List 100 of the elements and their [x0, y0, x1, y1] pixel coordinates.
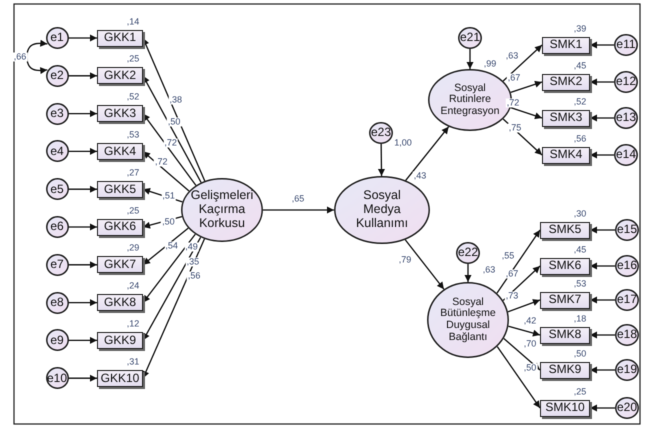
path-coefficient: ,55 — [500, 252, 516, 260]
path-arrow — [590, 78, 614, 86]
path-arrow — [590, 152, 614, 158]
path-arrow — [142, 150, 190, 192]
observed-variable-box — [540, 400, 590, 416]
path-arrow — [590, 404, 615, 412]
observed-variable-box — [540, 258, 590, 274]
path-arrow — [68, 336, 97, 344]
r-squared-value: ,63 — [482, 266, 496, 274]
variable-name: SMK6 — [548, 259, 582, 273]
variable-name: Sosyal Medya Kullanımı — [354, 189, 410, 231]
path-coefficient: ,49 — [184, 242, 199, 252]
r-squared-value: ,30 — [572, 209, 588, 218]
r-squared-value: ,25 — [572, 387, 588, 396]
error-term-circle — [615, 219, 639, 241]
variable-name: e17 — [616, 293, 638, 307]
path-arrow — [142, 237, 202, 341]
r-squared-value: ,56 — [572, 134, 588, 143]
r-squared-value: ,52 — [126, 92, 140, 102]
observed-variable-box — [542, 146, 590, 164]
error-term-circle — [46, 329, 68, 352]
path-arrow — [510, 107, 542, 120]
observed-variable-box — [97, 370, 143, 387]
path-arrow — [68, 72, 97, 80]
path-arrow — [502, 266, 540, 301]
error-term-circle — [615, 324, 639, 346]
observed-variable-box — [542, 36, 590, 54]
variable-name: e22 — [458, 246, 478, 260]
r-squared-value: ,25 — [126, 206, 140, 215]
r-squared-value: ,43 — [412, 172, 428, 180]
path-arrow — [466, 49, 474, 69]
variable-name: SMK4 — [550, 148, 582, 162]
error-term-circle — [46, 64, 68, 87]
variable-name: GKK7 — [104, 258, 136, 272]
r-squared-value: ,24 — [126, 282, 140, 291]
error-term-circle — [614, 34, 638, 56]
covariance-arrow — [26, 40, 48, 74]
latent-variable-ellipse — [181, 178, 263, 242]
r-squared-value: ,29 — [126, 244, 140, 253]
path-coefficient: ,42 — [522, 316, 538, 326]
path-arrow — [496, 346, 541, 408]
variable-name: Gelişmeleri Kaçırma Korkusu — [190, 189, 254, 231]
variable-name: e6 — [50, 220, 64, 234]
path-coefficient: ,50 — [166, 118, 182, 126]
variable-name: Sosyal Bütünleşme Duygusal Bağlantı — [439, 296, 497, 344]
variable-name: e15 — [616, 223, 638, 237]
path-arrow — [68, 110, 97, 118]
error-term-circle — [614, 71, 638, 93]
path-coefficient: ,66 — [12, 52, 28, 62]
variable-name: e12 — [616, 75, 636, 89]
r-squared-value: ,39 — [572, 24, 588, 33]
variable-name: GKK2 — [104, 69, 136, 82]
path-arrow — [405, 126, 450, 181]
path-arrow — [590, 42, 614, 48]
path-coefficient: ,63 — [504, 52, 520, 60]
variable-name: e8 — [50, 296, 64, 310]
path-arrow — [508, 299, 540, 312]
path-arrow — [404, 239, 444, 290]
variable-name: SMK5 — [548, 223, 582, 237]
error-term-circle — [615, 359, 639, 381]
path-arrow — [263, 206, 334, 214]
variable-name: SMK9 — [548, 363, 582, 377]
path-coefficient: ,72 — [154, 158, 169, 166]
path-coefficient: ,54 — [164, 242, 179, 251]
variable-name: Sosyal Rutinlere Entegrasyon — [440, 82, 500, 118]
variable-name: e19 — [616, 363, 638, 377]
variable-name: SMK7 — [548, 293, 582, 307]
error-term-circle — [46, 27, 68, 49]
variable-name: GKK6 — [104, 220, 136, 234]
r-squared-value: ,25 — [126, 54, 140, 64]
variable-name: SMK3 — [550, 111, 582, 125]
variable-name: GKK10 — [100, 372, 140, 385]
path-coefficient: ,38 — [168, 96, 184, 104]
path-coefficient: ,65 — [290, 194, 306, 204]
r-squared-value: ,45 — [572, 245, 588, 254]
path-arrow — [502, 44, 542, 82]
r-squared-value: ,52 — [572, 97, 588, 106]
variable-name: e7 — [50, 258, 64, 272]
path-coefficient: ,72 — [163, 138, 178, 148]
path-coefficient: ,72 — [506, 98, 520, 108]
path-arrow — [142, 238, 206, 378]
path-arrow — [590, 332, 615, 338]
error-term-circle — [46, 367, 68, 390]
observed-variable-box — [542, 74, 590, 90]
path-arrow — [142, 228, 189, 266]
variable-name: e11 — [616, 38, 636, 52]
r-squared-value: ,27 — [126, 168, 140, 178]
path-arrow — [68, 34, 97, 42]
path-arrow — [68, 224, 97, 230]
path-arrow — [142, 113, 196, 186]
error-term-circle — [369, 122, 393, 144]
observed-variable-box — [97, 105, 143, 122]
r-squared-value: ,53 — [126, 130, 140, 140]
r-squared-value: ,53 — [572, 279, 588, 288]
path-coefficient: ,70 — [522, 340, 538, 348]
error-term-circle — [456, 242, 480, 264]
path-arrow — [503, 338, 540, 370]
error-term-circle — [615, 289, 639, 311]
path-coefficient: ,67 — [506, 74, 522, 82]
variable-name: e14 — [616, 148, 636, 162]
